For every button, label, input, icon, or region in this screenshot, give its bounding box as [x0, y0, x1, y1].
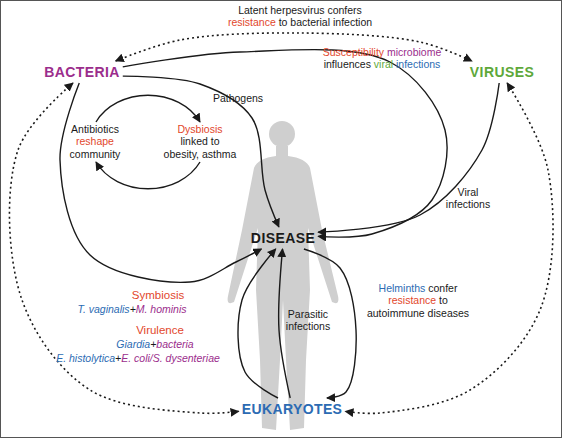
text-run: E. histolytica: [56, 352, 115, 364]
node-label: BACTERIA: [44, 64, 120, 80]
node-label: EUKARYOTES: [242, 401, 343, 417]
text-run: resistance: [388, 294, 436, 306]
organism-node: EUKARYOTES: [242, 401, 343, 417]
connector-label: Pathogens: [203, 92, 273, 104]
organism-node: BACTERIA: [44, 64, 120, 80]
text-run: [384, 46, 387, 58]
text-run: M. hominis: [136, 303, 187, 315]
arrow-connector: [238, 249, 278, 398]
text-run: Parasitic infections: [286, 308, 330, 332]
node-label: VIRUSES: [470, 64, 534, 80]
text-run: +: [115, 352, 121, 364]
annotation-text: Symbiosis: [118, 289, 198, 303]
text-run: Pathogens: [213, 92, 263, 104]
text-run: Antibiotics: [71, 123, 119, 135]
text-run: resistance: [228, 16, 276, 28]
text-run: to bacterial infection: [276, 16, 372, 28]
arrow-connector: [60, 83, 261, 282]
text-run: infections: [396, 58, 440, 70]
arrow-connector: [123, 50, 447, 238]
text-run: Susceptibility: [323, 46, 384, 58]
text-run: +: [130, 303, 136, 315]
arrow-connector: [123, 76, 279, 227]
text-run: influences: [324, 58, 374, 70]
arrow-connector: [318, 83, 499, 232]
annotation-text: E. histolytica+E. coli/S. dysenteriae: [38, 352, 238, 364]
dotted-arrow: [9, 83, 238, 413]
node-label: DISEASE: [251, 230, 315, 246]
organism-node: VIRUSES: [470, 64, 534, 80]
text-run: bacteria: [156, 338, 193, 350]
connector-label: Viral infections: [441, 186, 496, 211]
connector-layer: [9, 33, 553, 413]
text-run: reshape: [76, 135, 114, 147]
annotation-text: Giardia+bacteria: [95, 338, 215, 350]
annotation-text: Dysbiosis linked to obesity, asthma: [160, 123, 240, 160]
text-run: T. vaginalis: [77, 303, 129, 315]
cycle-arc: [96, 162, 200, 189]
organism-node: DISEASE: [251, 230, 315, 246]
connector-label: Helminths confer resistance to autoimmun…: [363, 282, 473, 319]
text-run: Giardia: [116, 338, 150, 350]
annotation-text: Antibiotics reshape community: [64, 123, 126, 160]
connector-label: Susceptibility microbiome influences vir…: [321, 46, 443, 71]
annotation-text: Virulence: [120, 324, 200, 338]
text-run: Virulence: [136, 324, 184, 336]
text-run: Helminths: [379, 282, 426, 294]
text-run: viral: [374, 58, 393, 70]
dotted-arrow: [345, 83, 553, 413]
text-run: Viral infections: [446, 186, 490, 210]
text-run: Latent herpesvirus confers: [238, 4, 362, 16]
silhouette-body: [228, 146, 339, 430]
silhouette-head: [269, 121, 295, 147]
text-run: E. coli/S. dysenteriae: [121, 352, 220, 364]
annotation-text: T. vaginalis+M. hominis: [62, 303, 202, 315]
text-run: +: [150, 338, 156, 350]
connector-label: Latent herpesvirus confers resistance to…: [185, 4, 415, 29]
text-run: Symbiosis: [132, 289, 184, 301]
text-run: confer: [425, 282, 457, 294]
text-run: microbiome: [387, 46, 441, 58]
cycle-arc: [96, 95, 200, 122]
human-silhouette: [228, 121, 339, 430]
text-run: linked to obesity, asthma: [164, 135, 237, 159]
connector-label: Parasitic infections: [281, 308, 336, 333]
dotted-arrow: [116, 33, 472, 61]
text-run: [393, 58, 396, 70]
text-run: Dysbiosis: [178, 123, 223, 135]
text-run: community: [70, 148, 121, 160]
